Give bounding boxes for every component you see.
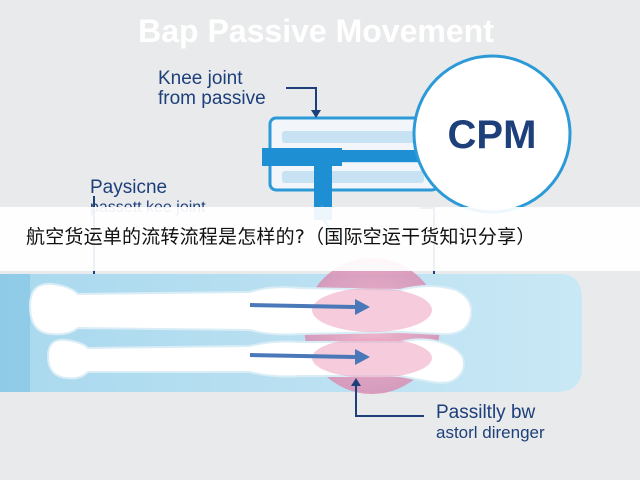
top-label-line2: from passive — [158, 88, 266, 109]
bottom-label-line1: Passiltly bw — [436, 402, 536, 423]
left-label-line1: Paysicne — [90, 177, 167, 198]
bottom-label-line2: astorl direnger — [436, 423, 545, 442]
movement-arrow-lower — [249, 349, 370, 365]
top-pointer-arrowhead — [311, 110, 321, 118]
diagram-title: Bap Passive Movement — [138, 13, 494, 49]
bottom-pointer-arrowhead — [351, 378, 361, 386]
caption-banner — [0, 207, 640, 271]
limb-illustration — [0, 258, 582, 394]
bottom-label-pointer — [355, 384, 424, 417]
top-label-pointer — [286, 87, 317, 112]
cpm-label: CPM — [448, 113, 537, 157]
cpm-badge: CPM — [412, 54, 572, 214]
movement-arrow-upper — [249, 299, 370, 315]
top-label-line1: Knee joint — [158, 68, 243, 89]
caption-text: 航空货运单的流转流程是怎样的?（国际空运干货知识分享） — [26, 226, 536, 248]
